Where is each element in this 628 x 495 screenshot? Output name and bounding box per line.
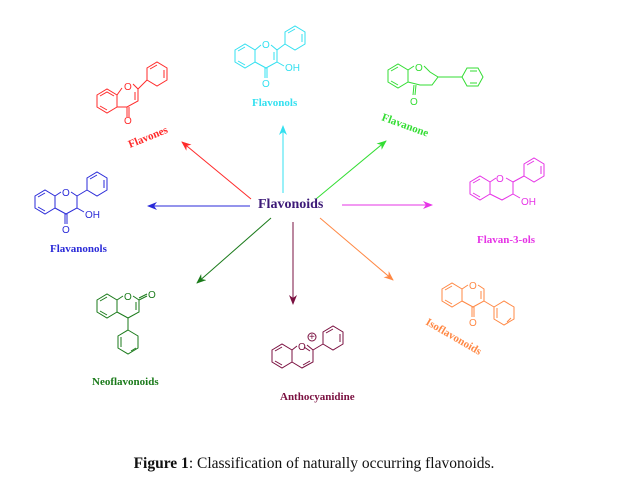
atom-o: O xyxy=(262,79,270,90)
atom-o: O xyxy=(469,281,477,292)
structure-anthocyanidine xyxy=(271,325,344,369)
label-flavonols: Flavonols xyxy=(252,97,298,109)
atom-o: O xyxy=(469,318,477,329)
label-flavanonols: Flavanonols xyxy=(50,243,108,255)
structure-flavonols xyxy=(234,25,306,78)
charge-plus: + xyxy=(309,332,315,343)
structure-isoflavonoids xyxy=(441,282,515,326)
structure-flavones xyxy=(96,61,168,117)
structure-flavanonols xyxy=(34,171,108,224)
arrow-flavanone xyxy=(315,140,387,200)
atom-o: O xyxy=(124,292,132,303)
label-neoflavonoids: Neoflavonoids xyxy=(92,376,159,388)
atom-o: O xyxy=(124,82,132,93)
atom-o: O xyxy=(124,116,132,127)
structure-flavan-3-ols xyxy=(469,157,545,201)
atom-oh: OH xyxy=(285,63,300,74)
structure-flavanone xyxy=(387,63,484,96)
atom-o: O xyxy=(298,342,306,353)
structure-neoflavonoids xyxy=(96,293,148,355)
figure-number: Figure 1 xyxy=(133,455,189,472)
label-flavanone: Flavanone xyxy=(380,112,430,140)
atom-o: O xyxy=(62,188,70,199)
label-flavan-3-ols: Flavan-3-ols xyxy=(477,234,536,246)
atom-oh: OH xyxy=(85,210,100,221)
figure-caption: Figure 1: Classification of naturally oc… xyxy=(0,455,628,473)
atom-o: O xyxy=(415,63,423,74)
arrow-flavones xyxy=(181,141,252,200)
caption-text: : Classification of naturally occurring … xyxy=(188,455,495,472)
label-flavones: Flavones xyxy=(127,124,171,151)
atom-o: O xyxy=(148,290,156,301)
arrow-isoflavonoids xyxy=(319,217,394,281)
atom-o: O xyxy=(410,97,418,108)
label-anthocyanidine: Anthocyanidine xyxy=(280,391,355,403)
center-label-flavonoids: Flavonoids xyxy=(258,197,324,212)
arrow-neoflavonoids xyxy=(196,217,272,284)
flavonoid-classification-diagram: O O O OH O O O O OH xyxy=(34,25,545,403)
atom-oh: OH xyxy=(521,197,536,208)
atom-o: O xyxy=(62,225,70,236)
atom-o: O xyxy=(496,174,504,185)
atom-o: O xyxy=(262,40,270,51)
